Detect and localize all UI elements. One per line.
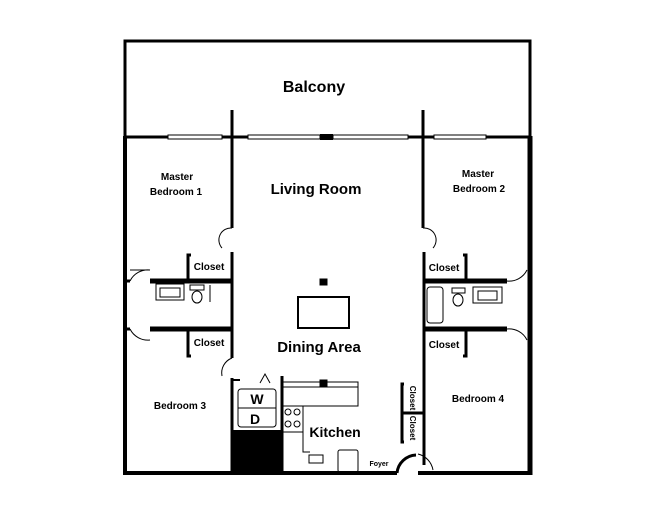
interior-walls [125, 110, 507, 475]
label-bedroom-4: Bedroom 4 [452, 394, 505, 405]
refrigerator [337, 449, 359, 473]
label-closet: Closet [194, 262, 225, 273]
label-master-bedroom-2-line1: Master [462, 169, 494, 180]
sliding-door [332, 134, 409, 140]
doors [129, 227, 528, 474]
label-dining-area: Dining Area [277, 339, 361, 356]
label-closet: Closet [194, 338, 225, 349]
label-bedroom-3: Bedroom 3 [154, 401, 207, 412]
toilet-right [452, 293, 464, 307]
bathtub [426, 286, 444, 324]
label-closet: Closet [429, 263, 460, 274]
dining-table [297, 296, 350, 329]
label-foyer: Foyer [369, 461, 388, 468]
label-closet: Closet [408, 386, 417, 411]
sink-left [155, 283, 185, 301]
window [433, 134, 487, 140]
label-master-bedroom-2-line2: Bedroom 2 [453, 184, 506, 195]
label-kitchen: Kitchen [309, 424, 360, 440]
label-master-bedroom-1-line1: Master [161, 172, 193, 183]
utility-block [232, 430, 282, 474]
fixtures [155, 278, 503, 473]
label-dryer: D [250, 411, 260, 427]
outer-walls [123, 39, 533, 475]
label-closet: Closet [429, 340, 460, 351]
label-balcony: Balcony [283, 79, 345, 96]
sliding-door [247, 134, 321, 140]
label-washer: W [250, 391, 264, 407]
window [167, 134, 223, 140]
label-living-room: Living Room [271, 181, 362, 198]
balcony-wall [125, 134, 530, 140]
label-closet: Closet [408, 416, 417, 441]
label-master-bedroom-1-line2: Bedroom 1 [150, 187, 203, 198]
sink-right [472, 286, 503, 304]
toilet-left [191, 290, 203, 304]
kitchen-sink [308, 454, 324, 464]
